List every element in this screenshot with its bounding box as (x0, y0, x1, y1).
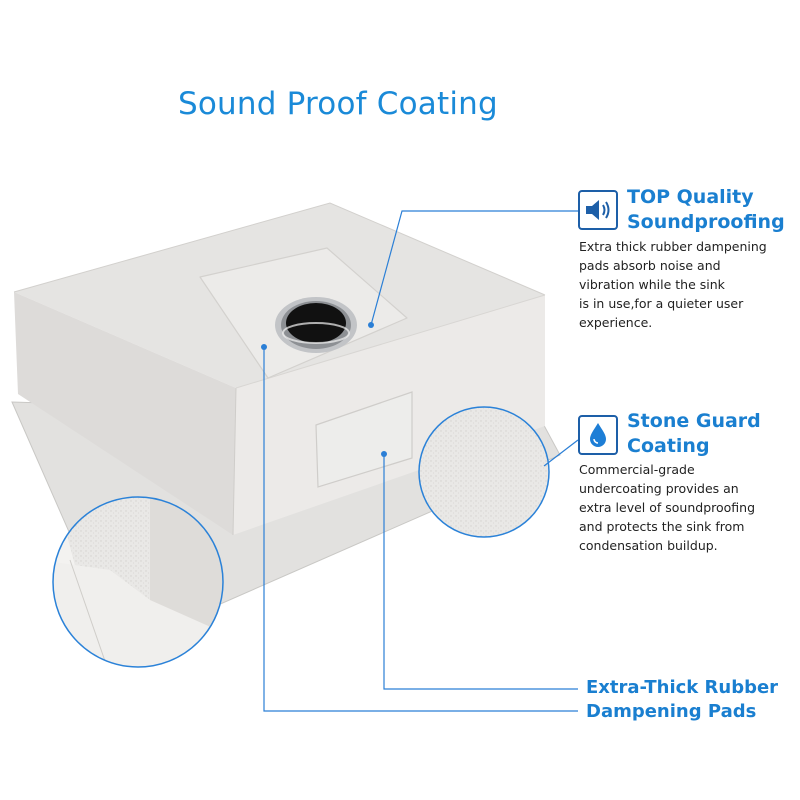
feature-title-soundproofing: TOP Quality Soundproofing (627, 186, 785, 233)
front-dampening-pad (315, 391, 413, 488)
callout-dots (261, 322, 387, 457)
drain-opening (275, 297, 357, 353)
feature-desc-stone-guard: Commercial-grade undercoating provides a… (579, 462, 756, 553)
water-drop-icon (578, 415, 618, 455)
page-title: Sound Proof Coating (178, 86, 498, 122)
callout-lines (263, 210, 579, 712)
zoom-detail-coating (418, 406, 550, 538)
speaker-icon (578, 190, 618, 230)
dampening-pads-label: Extra-Thick Rubber Dampening Pads (586, 677, 779, 722)
sink-left-face (14, 292, 236, 535)
feature-title-stone-guard: Stone Guard Coating (627, 410, 761, 457)
feature-desc-soundproofing: Extra thick rubber dampening pads absorb… (579, 239, 767, 330)
